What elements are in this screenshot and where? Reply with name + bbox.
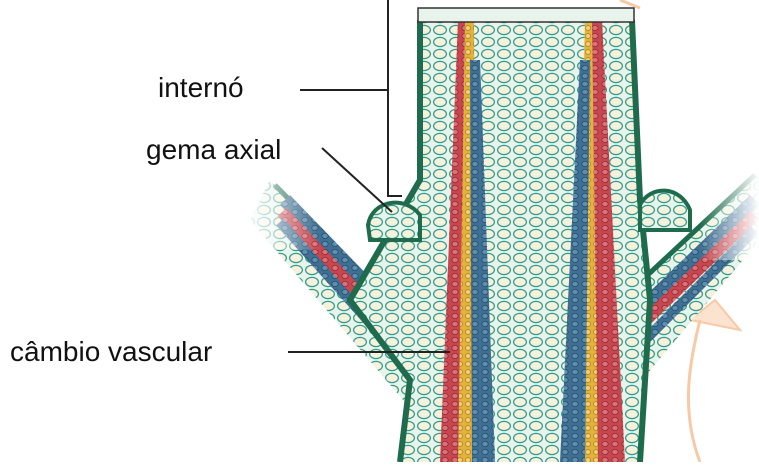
gema-axial-leader: [322, 148, 392, 212]
axial-bud-right: [640, 191, 690, 230]
node-outline-bar: [418, 8, 634, 22]
interno-bracket: [388, 0, 402, 196]
axial-bud-left: [368, 203, 420, 240]
gema-axial-label: gema axial: [146, 136, 281, 164]
cambio-vascular-label: câmbio vascular: [10, 338, 212, 366]
interno-label: internó: [158, 74, 244, 102]
